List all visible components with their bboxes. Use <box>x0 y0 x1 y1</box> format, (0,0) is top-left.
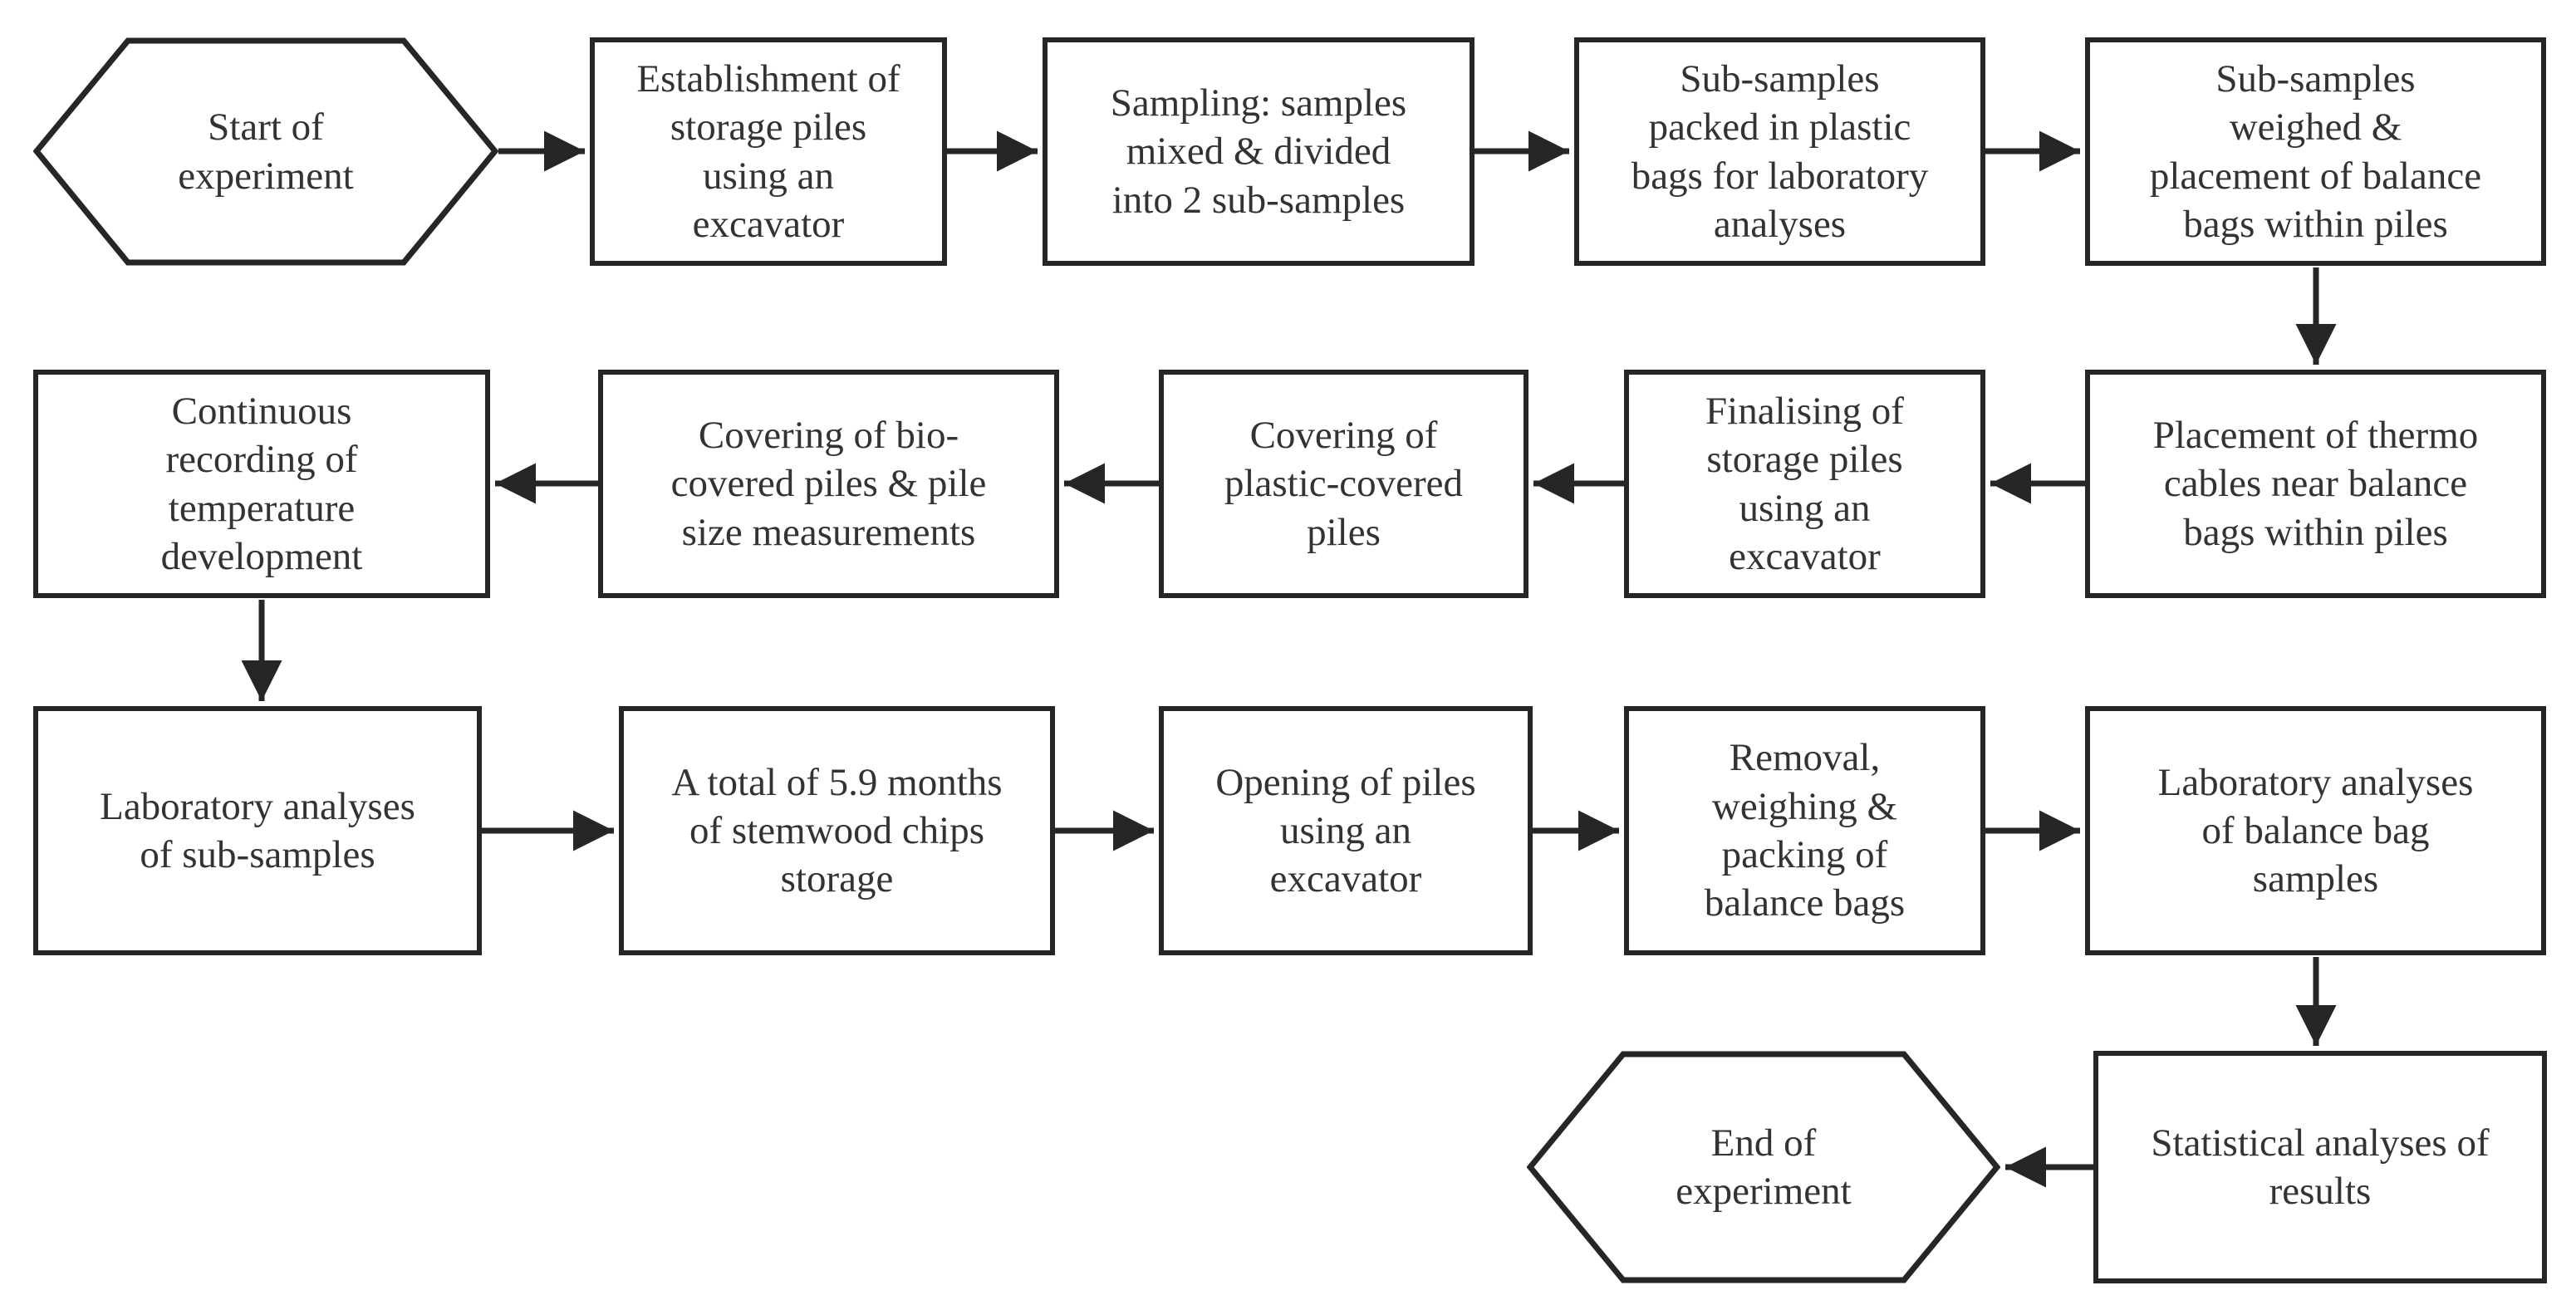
node-lab-balance: Laboratory analyses of balance bag sampl… <box>2085 706 2546 955</box>
node-opening: Opening of piles using an excavator <box>1159 706 1533 955</box>
node-label-weighed: Sub-samples weighed & placement of balan… <box>2149 56 2482 246</box>
node-label-statistical: Statistical analyses of results <box>2151 1121 2490 1213</box>
node-label-packed: Sub-samples packed in plastic bags for l… <box>1631 56 1929 246</box>
hexagon-outline <box>33 37 498 266</box>
node-establishment: Establishment of storage piles using an … <box>590 37 947 266</box>
node-label-continuous: Continuous recording of temperature deve… <box>160 389 363 578</box>
node-packed: Sub-samples packed in plastic bags for l… <box>1574 37 1985 266</box>
node-label-months: A total of 5.9 months of stemwood chips … <box>671 760 1003 901</box>
node-plastic: Covering of plastic-covered piles <box>1159 370 1528 598</box>
node-continuous: Continuous recording of temperature deve… <box>33 370 490 598</box>
node-finalising: Finalising of storage piles using an exc… <box>1624 370 1985 598</box>
node-label-lab-sub: Laboratory analyses of sub-samples <box>100 784 415 876</box>
node-label-thermo: Placement of thermo cables near balance … <box>2152 414 2479 554</box>
end-hexagon-shape <box>1527 1051 2000 1283</box>
node-months: A total of 5.9 months of stemwood chips … <box>619 706 1055 955</box>
start-hexagon-shape <box>33 37 498 266</box>
node-statistical: Statistical analyses of results <box>2093 1051 2547 1283</box>
node-label-plastic: Covering of plastic-covered piles <box>1224 414 1464 554</box>
hexagon-outline <box>1527 1051 2000 1283</box>
node-label-finalising: Finalising of storage piles using an exc… <box>1705 389 1904 578</box>
node-bio: Covering of bio- covered piles & pile si… <box>598 370 1059 598</box>
node-label-sampling: Sampling: samples mixed & divided into 2… <box>1110 81 1407 222</box>
node-label-start: Start of experiment <box>178 105 354 198</box>
node-label-establishment: Establishment of storage piles using an … <box>636 56 900 246</box>
node-removal: Removal, weighing & packing of balance b… <box>1624 706 1985 955</box>
node-label-lab-balance: Laboratory analyses of balance bag sampl… <box>2157 760 2474 901</box>
node-thermo: Placement of thermo cables near balance … <box>2085 370 2546 598</box>
node-lab-sub: Laboratory analyses of sub-samples <box>33 706 482 955</box>
node-start-terminator: Start of experiment <box>33 37 498 266</box>
node-label-bio: Covering of bio- covered piles & pile si… <box>670 414 987 554</box>
node-label-end: End of experiment <box>1676 1121 1852 1213</box>
node-weighed: Sub-samples weighed & placement of balan… <box>2085 37 2546 266</box>
node-label-removal: Removal, weighing & packing of balance b… <box>1704 736 1906 925</box>
node-end-terminator: End of experiment <box>1527 1051 2000 1283</box>
node-label-opening: Opening of piles using an excavator <box>1215 760 1476 901</box>
node-sampling: Sampling: samples mixed & divided into 2… <box>1043 37 1474 266</box>
